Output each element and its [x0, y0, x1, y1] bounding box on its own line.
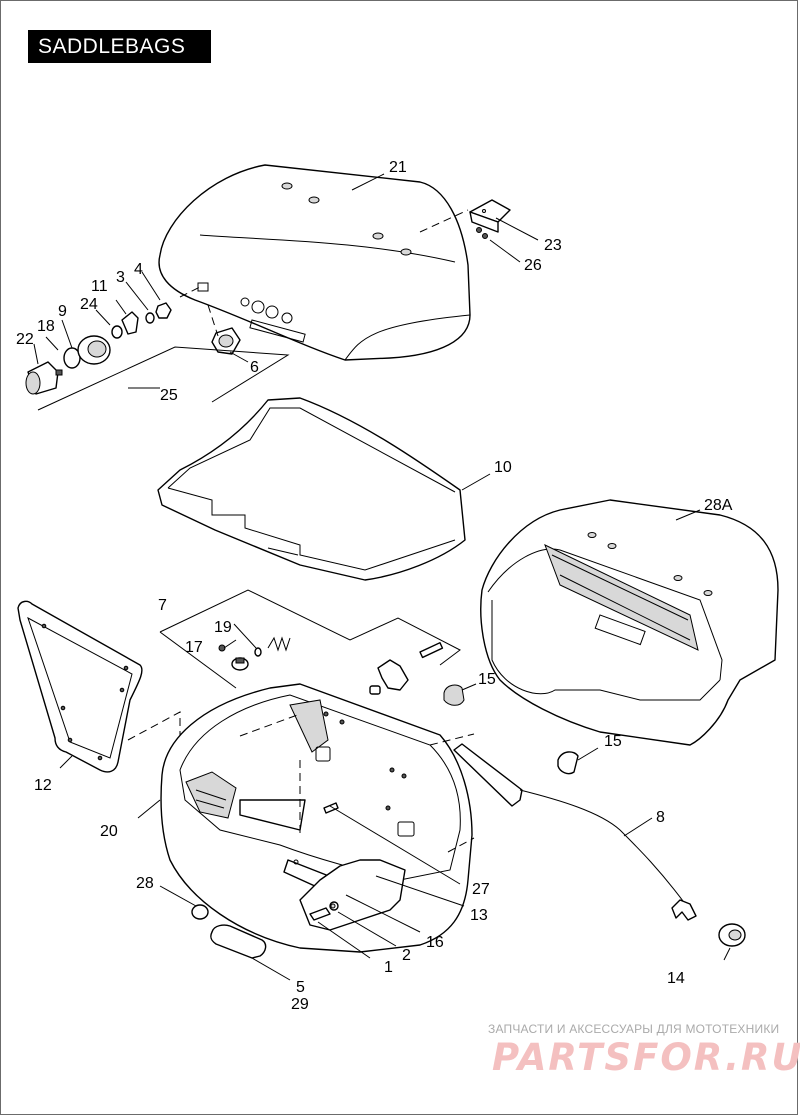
saddlebag-gasket[interactable] — [17, 600, 143, 773]
watermark-logo: PARTSFOR.RU — [492, 1036, 800, 1079]
lock-nut[interactable] — [155, 302, 172, 319]
page-title: SADDLEBAGS — [28, 30, 211, 63]
label-27: 27 — [472, 881, 490, 898]
saddlebag-case-assembly[interactable] — [480, 499, 779, 746]
label-4: 4 — [134, 261, 143, 278]
label-25: 25 — [160, 387, 178, 404]
label-11: 11 — [91, 278, 108, 295]
latch-screw[interactable] — [218, 644, 226, 652]
label-26: 26 — [524, 257, 542, 274]
label-1: 1 — [384, 959, 393, 976]
label-22: 22 — [16, 331, 34, 348]
screw-1[interactable] — [309, 907, 331, 921]
label-14: 14 — [667, 970, 685, 987]
label-5: 5 — [296, 979, 305, 996]
kit-bracket-25 — [37, 346, 290, 411]
label-10: 10 — [494, 459, 512, 476]
label-15-bottom: 15 — [604, 733, 622, 750]
kit-bracket-7b — [159, 631, 237, 689]
saddlebag-liner[interactable] — [157, 397, 466, 581]
tether-cable[interactable] — [519, 789, 687, 906]
washer[interactable] — [111, 325, 123, 339]
spring-washer[interactable] — [145, 312, 155, 324]
reflector[interactable] — [210, 924, 267, 959]
kit-bracket-7 — [159, 589, 461, 666]
label-18: 18 — [37, 318, 55, 335]
bumper-bottom[interactable] — [557, 751, 579, 775]
lock-cylinder-assembly[interactable] — [25, 361, 63, 395]
label-28a: 28A — [704, 497, 733, 514]
spacer-16[interactable] — [330, 903, 336, 909]
label-6: 6 — [250, 359, 259, 376]
hinge-screws[interactable] — [476, 227, 488, 239]
hinge-bracket[interactable] — [469, 199, 511, 233]
label-9: 9 — [58, 303, 67, 320]
label-23: 23 — [544, 237, 562, 254]
label-8: 8 — [656, 809, 665, 826]
latch-pin[interactable] — [369, 685, 381, 695]
label-19: 19 — [214, 619, 232, 636]
label-28: 28 — [136, 875, 154, 892]
lock-retainer[interactable] — [211, 327, 241, 355]
bolt-27[interactable] — [323, 802, 339, 814]
label-29: 29 — [291, 996, 309, 1013]
label-7: 7 — [158, 597, 167, 614]
label-16: 16 — [426, 934, 444, 951]
label-15-top: 15 — [478, 671, 496, 688]
label-2: 2 — [402, 947, 411, 964]
lock-bezel[interactable] — [77, 335, 111, 365]
label-12: 12 — [34, 777, 52, 794]
lock-cam[interactable] — [121, 311, 139, 335]
mounting-strap-plate[interactable] — [453, 743, 523, 807]
latch-lever[interactable] — [377, 642, 444, 691]
plug-28[interactable] — [191, 904, 209, 920]
label-17: 17 — [185, 639, 203, 656]
label-24: 24 — [80, 296, 98, 313]
label-3: 3 — [116, 269, 125, 286]
saddlebag-lid[interactable] — [158, 164, 471, 361]
watermark-tagline: ЗАПЧАСТИ И АКСЕССУАРЫ ДЛЯ МОТОТЕХНИКИ — [488, 1022, 780, 1036]
label-13: 13 — [470, 907, 488, 924]
latch-spring[interactable] — [267, 636, 291, 652]
bumper-top[interactable] — [443, 684, 465, 706]
tether-end[interactable] — [671, 899, 697, 921]
latch-ring[interactable] — [254, 647, 262, 657]
grommet-14[interactable] — [718, 923, 746, 947]
latch-plunger[interactable] — [231, 657, 249, 671]
label-20: 20 — [100, 823, 118, 840]
label-21: 21 — [389, 159, 407, 176]
